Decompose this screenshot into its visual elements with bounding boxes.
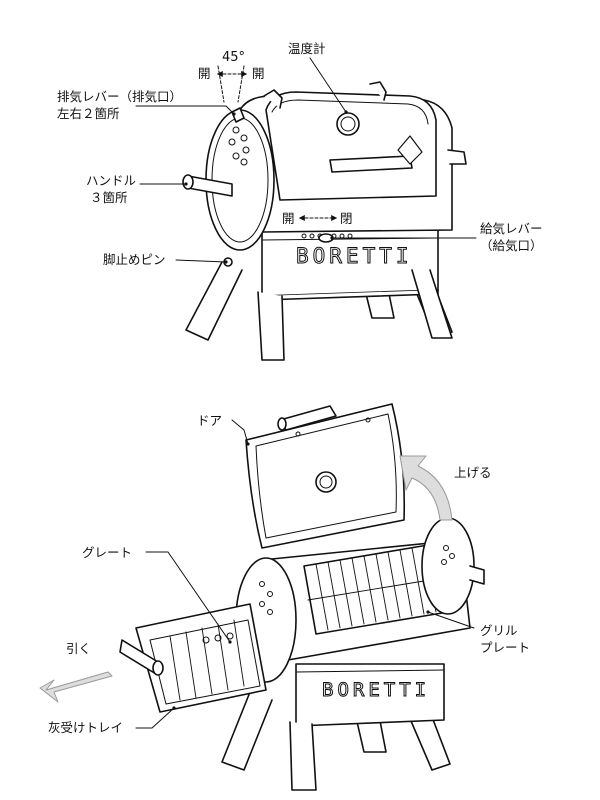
angle-label: 45° bbox=[222, 50, 246, 65]
lift-label: 上げる bbox=[454, 465, 492, 480]
bottom-annotations bbox=[135, 419, 475, 729]
grill-plate-line-1: グリル bbox=[480, 623, 518, 638]
vent-open-right-label: 開 bbox=[252, 66, 265, 81]
intake-close-label: 閉 bbox=[340, 211, 353, 226]
brand-top: BORETTI bbox=[296, 244, 413, 268]
handle-label: ハンドル ３箇所 bbox=[86, 172, 136, 206]
grate-label: グレート bbox=[82, 545, 133, 560]
exhaust-lever-line-1: 排気レバー（排気口） bbox=[57, 89, 183, 104]
pull-arrow bbox=[39, 671, 113, 703]
intake-lever-label: 給気レバー （給気口） bbox=[480, 220, 543, 254]
ash-tray-label: 灰受けトレイ bbox=[48, 720, 124, 735]
thermometer-label: 温度計 bbox=[288, 41, 326, 56]
exhaust-lever-line-2: 左右２箇所 bbox=[57, 106, 120, 121]
leg-pin-label: 脚止めピン bbox=[103, 252, 166, 267]
handle-line-2: ３箇所 bbox=[90, 190, 128, 205]
grill-open-illustration bbox=[119, 403, 485, 791]
intake-lever-line-1: 給気レバー bbox=[480, 221, 543, 236]
door-label: ドア bbox=[197, 413, 223, 428]
grill-plate-label: グリル プレート bbox=[480, 622, 530, 656]
grill-closed-illustration bbox=[182, 81, 467, 361]
brand-bottom: BORETTI bbox=[321, 679, 431, 701]
intake-lever-line-2: （給気口） bbox=[480, 238, 543, 253]
top-annotations bbox=[135, 57, 477, 264]
grill-plate-line-2: プレート bbox=[480, 640, 531, 655]
exhaust-lever-label: 排気レバー（排気口） 左右２箇所 bbox=[57, 88, 182, 122]
vent-open-left-label: 開 bbox=[198, 66, 211, 81]
handle-line-1: ハンドル bbox=[86, 173, 137, 188]
intake-open-label: 開 bbox=[282, 211, 295, 226]
lift-arrow bbox=[399, 455, 453, 521]
pull-label: 引く bbox=[66, 641, 92, 656]
